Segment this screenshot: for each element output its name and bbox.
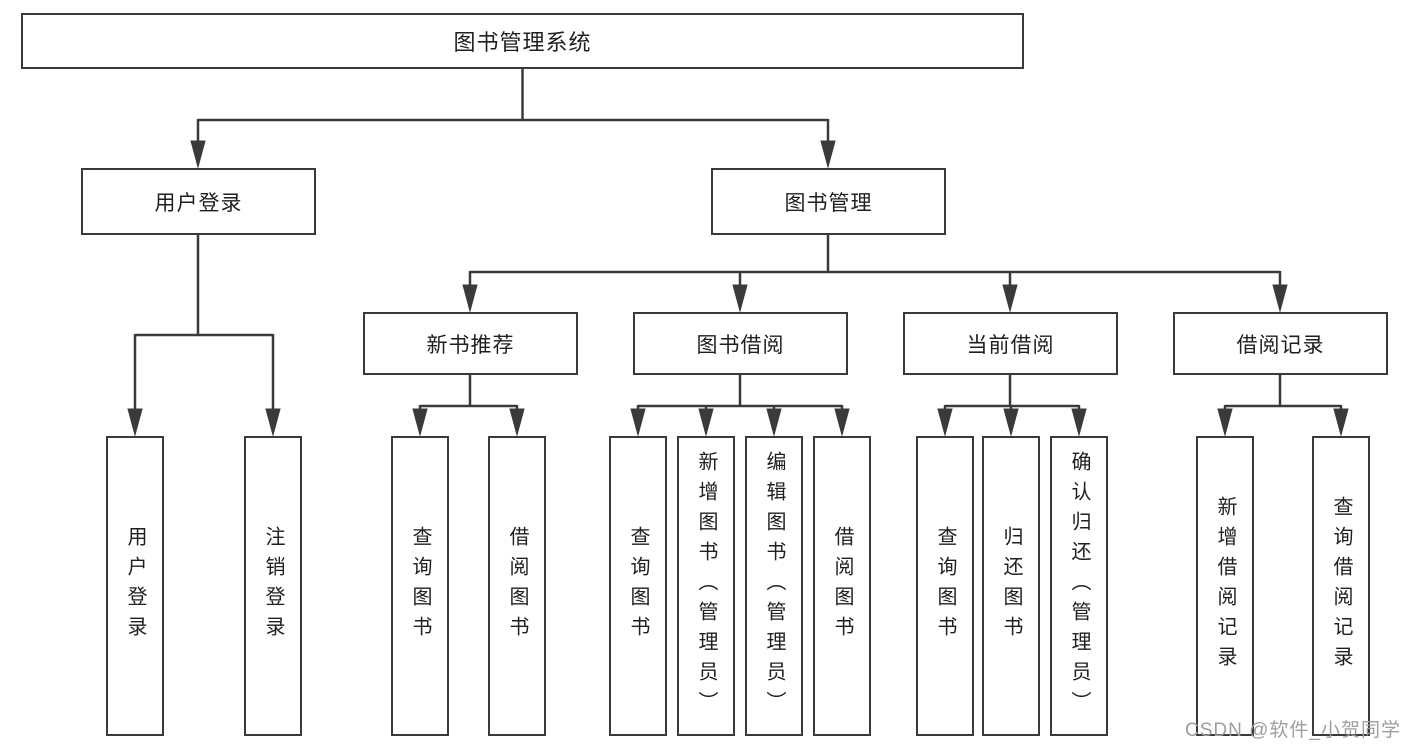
node-new-book-recommend: 新书推荐 (363, 312, 578, 375)
leaf-user-login-label: 用户登录 (124, 526, 146, 646)
node-book-borrow-label: 图书借阅 (696, 333, 785, 357)
node-new-book-recommend-label: 新书推荐 (426, 333, 515, 357)
connector-root-to-level1 (190, 69, 836, 169)
leaf-query-books-recommend-label: 查询图书 (409, 526, 431, 646)
leaf-borrow-books-borrow: 借阅图书 (813, 436, 871, 736)
leaf-query-books-borrow-label: 查询图书 (627, 526, 649, 646)
leaf-return-books-label: 归还图书 (1000, 526, 1022, 646)
leaf-return-books: 归还图书 (982, 436, 1040, 736)
connector-current-borrow-children (937, 375, 1087, 437)
csdn-watermark: CSDN @软件_小贺同学 (1185, 720, 1401, 741)
node-current-borrow: 当前借阅 (903, 312, 1118, 375)
leaf-query-books-recommend: 查询图书 (391, 436, 449, 736)
node-book-borrow: 图书借阅 (633, 312, 848, 375)
leaf-borrow-books-recommend-label: 借阅图书 (506, 526, 528, 646)
leaf-query-books-current-label: 查询图书 (934, 526, 956, 646)
node-root-label: 图书管理系统 (453, 30, 592, 55)
node-user-login: 用户登录 (81, 168, 316, 235)
connector-borrow-records-children (1217, 375, 1349, 437)
leaf-edit-books-admin-label: 编辑图书（管理员） (763, 451, 785, 721)
connector-new-book-children (412, 375, 525, 437)
node-user-login-label: 用户登录 (154, 191, 243, 215)
leaf-query-books-borrow: 查询图书 (609, 436, 667, 736)
leaf-query-borrow-record: 查询借阅记录 (1312, 436, 1370, 736)
leaf-edit-books-admin: 编辑图书（管理员） (745, 436, 803, 736)
connector-book-borrow-children (630, 375, 850, 437)
node-borrow-records-label: 借阅记录 (1236, 333, 1325, 357)
leaf-add-books-admin: 新增图书（管理员） (677, 436, 735, 736)
node-current-borrow-label: 当前借阅 (966, 333, 1055, 357)
node-root: 图书管理系统 (21, 13, 1024, 69)
node-book-management: 图书管理 (711, 168, 946, 235)
leaf-user-login: 用户登录 (106, 436, 164, 736)
leaf-logout-login: 注销登录 (244, 436, 302, 736)
leaf-borrow-books-recommend: 借阅图书 (488, 436, 546, 736)
leaf-logout-login-label: 注销登录 (262, 526, 284, 646)
leaf-add-borrow-record-label: 新增借阅记录 (1214, 496, 1236, 676)
node-book-management-label: 图书管理 (784, 191, 873, 215)
leaf-confirm-return-admin-label: 确认归还（管理员） (1068, 451, 1090, 721)
leaf-confirm-return-admin: 确认归还（管理员） (1050, 436, 1108, 736)
leaf-add-borrow-record: 新增借阅记录 (1196, 436, 1254, 736)
leaf-query-books-current: 查询图书 (916, 436, 974, 736)
leaf-add-books-admin-label: 新增图书（管理员） (695, 451, 717, 721)
leaf-borrow-books-borrow-label: 借阅图书 (831, 526, 853, 646)
connector-user-login-children (127, 235, 281, 437)
connector-book-mgmt-to-level2 (462, 235, 1288, 313)
leaf-query-borrow-record-label: 查询借阅记录 (1330, 496, 1352, 676)
node-borrow-records: 借阅记录 (1173, 312, 1388, 375)
